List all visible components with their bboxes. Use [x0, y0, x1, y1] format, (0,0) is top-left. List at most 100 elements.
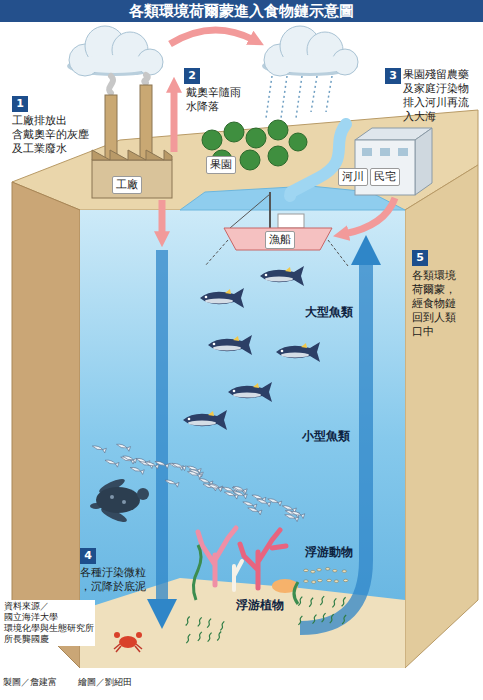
phytoplankton	[208, 633, 212, 642]
sediment-arrow	[156, 250, 168, 608]
zooplankton	[317, 569, 321, 571]
diagram-title: 各類環境荷爾蒙進入食物鏈示意圖	[0, 0, 483, 22]
small-fish	[122, 454, 137, 463]
pollution-arrow	[159, 200, 166, 236]
tree	[246, 128, 266, 148]
smoke	[144, 75, 147, 83]
boat-mast	[269, 192, 271, 228]
tuna-eye	[213, 343, 216, 346]
phytoplankton	[220, 621, 224, 630]
fishing-line	[230, 194, 270, 228]
house-window	[380, 148, 390, 156]
small-fish	[267, 497, 282, 506]
cloud	[262, 26, 358, 76]
callout-number: 3	[385, 68, 401, 84]
river-label: 河川	[338, 168, 368, 186]
food-chain-arrow	[300, 256, 366, 628]
crab	[114, 632, 142, 652]
phytoplankton	[322, 613, 326, 622]
small-fish	[104, 458, 119, 467]
cloud-part	[266, 55, 354, 73]
rain-line	[296, 76, 302, 118]
tuna-fin	[208, 411, 214, 416]
factory-roof	[92, 150, 172, 160]
species-label: 大型魚類	[305, 304, 353, 321]
tuna-belly	[188, 420, 216, 425]
zooplankton	[344, 579, 348, 581]
rain-line	[281, 76, 287, 118]
small-fish	[232, 489, 247, 498]
tuna-body	[200, 288, 244, 308]
phytoplankton	[330, 614, 334, 623]
small-fish	[187, 469, 202, 478]
pollution-arrow	[170, 30, 254, 44]
title-bar: 各類環境荷爾蒙進入食物鏈示意圖	[0, 0, 483, 22]
sea-water	[80, 210, 405, 668]
rain-line	[311, 76, 317, 112]
turtle-shell	[96, 487, 140, 513]
phytoplankton	[320, 596, 324, 605]
coral	[240, 530, 286, 588]
tuna-body	[260, 266, 304, 286]
turtle-spot	[110, 495, 114, 499]
tuna-fish	[228, 382, 272, 402]
sea-turtle	[90, 476, 149, 524]
boat-cabin	[278, 214, 304, 228]
callout-text: 各種汙染微粒 ，沉降於底泥	[80, 566, 152, 594]
zooplankton	[342, 570, 346, 572]
seaweed	[294, 582, 298, 604]
small-fish	[208, 481, 223, 490]
phytoplankton	[198, 632, 202, 641]
tuna-belly	[265, 276, 293, 281]
label-text: 民宅	[374, 170, 396, 183]
small-fish	[207, 482, 222, 491]
tuna-eye	[265, 274, 268, 277]
zooplankton	[304, 580, 308, 582]
pollution-arrow	[171, 88, 178, 152]
rain-line	[326, 76, 332, 112]
species-label: 小型魚類	[302, 428, 350, 445]
tuna-belly	[281, 352, 309, 357]
tuna-fin	[225, 289, 231, 294]
coral	[234, 561, 242, 590]
tree	[268, 120, 288, 140]
tuna-belly	[213, 345, 241, 350]
boat-label: 漁船	[265, 231, 295, 249]
zooplankton	[334, 580, 338, 582]
phytoplankton	[186, 634, 190, 643]
cloud	[67, 26, 163, 76]
label-text: 河川	[342, 170, 364, 183]
orchard	[202, 120, 307, 170]
source-note: 資料來源／ 國立海洋大學 環境化學與生態研究所 所長龔國慶	[3, 600, 95, 646]
small-fish	[116, 442, 131, 451]
callout-text: 工廠排放出 含戴奧辛的灰塵 及工業廢水	[12, 114, 89, 156]
callout-number: 5	[412, 250, 428, 266]
species-label: 浮游動物	[305, 544, 353, 561]
phytoplankton	[217, 632, 221, 641]
species-label: 浮游植物	[236, 597, 284, 614]
callout-number: 1	[12, 96, 28, 112]
land-side-left	[12, 182, 80, 668]
land-side-right	[405, 165, 478, 668]
tuna-eye	[281, 350, 284, 353]
phytoplankton	[332, 598, 336, 607]
zooplankton	[333, 570, 337, 572]
fishing-net	[205, 240, 228, 266]
phytoplankton	[309, 598, 313, 607]
credit-note: 繪圖／劉紹田	[78, 677, 132, 688]
tuna-body	[208, 335, 252, 355]
boat-hull	[224, 228, 332, 250]
crab-body	[119, 636, 137, 648]
rain-line	[266, 76, 272, 118]
tuna-eye	[188, 418, 191, 421]
house-side	[415, 128, 432, 195]
callout-text: 各類環境 荷爾蒙， 經食物鏈 回到人類 口中	[412, 269, 456, 339]
small-fish	[242, 500, 257, 509]
factory-label: 工廠	[112, 176, 142, 194]
turtle-spot	[122, 500, 126, 504]
tuna-fish	[208, 335, 252, 355]
zooplankton	[304, 569, 308, 571]
phytoplankton	[342, 615, 346, 624]
tree	[224, 122, 244, 142]
